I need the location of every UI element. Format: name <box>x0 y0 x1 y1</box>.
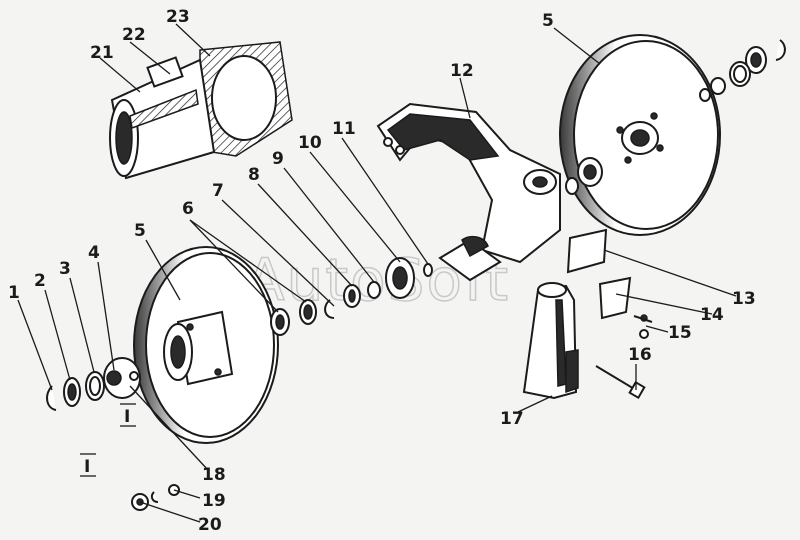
callout-7: 7 <box>212 181 224 201</box>
left-disc <box>133 246 279 444</box>
callout-12: 12 <box>450 61 474 81</box>
leader-lines <box>17 23 737 523</box>
detail-title: I <box>84 457 90 477</box>
arm-bracket <box>376 102 561 282</box>
callout-23: 23 <box>166 7 190 27</box>
callout-labels: 1 2 3 4 5 5 6 7 8 9 10 11 12 13 14 15 16… <box>8 7 756 535</box>
callout-5-right: 5 <box>542 11 554 31</box>
callout-17: 17 <box>500 409 524 429</box>
right-disc <box>559 34 721 236</box>
callout-22: 22 <box>122 25 146 45</box>
coulter-tube <box>522 282 579 400</box>
bolts <box>595 315 653 400</box>
detail-parts <box>131 484 180 511</box>
hub-housing <box>109 41 293 180</box>
callout-1: 1 <box>8 283 20 303</box>
callout-15: 15 <box>668 323 692 343</box>
bearing-set <box>270 257 433 336</box>
left-small-parts <box>46 357 141 411</box>
callout-18: 18 <box>202 465 226 485</box>
callout-19: 19 <box>202 491 226 511</box>
callout-16: 16 <box>628 345 652 365</box>
callout-20: 20 <box>198 515 222 535</box>
callout-8: 8 <box>248 165 260 185</box>
callout-5-left: 5 <box>134 221 146 241</box>
callout-14: 14 <box>700 305 724 325</box>
right-small-parts <box>699 39 786 102</box>
detail-marker: I <box>124 407 130 427</box>
callout-9: 9 <box>272 149 284 169</box>
callout-13: 13 <box>732 289 756 309</box>
callout-2: 2 <box>34 271 46 291</box>
callout-21: 21 <box>90 43 114 63</box>
callout-11: 11 <box>332 119 356 139</box>
callout-6: 6 <box>182 199 194 219</box>
callout-3: 3 <box>59 259 71 279</box>
detail-markers: I I <box>80 403 136 477</box>
callout-4: 4 <box>88 243 100 263</box>
callout-10: 10 <box>298 133 322 153</box>
scraper-blade <box>566 228 648 322</box>
